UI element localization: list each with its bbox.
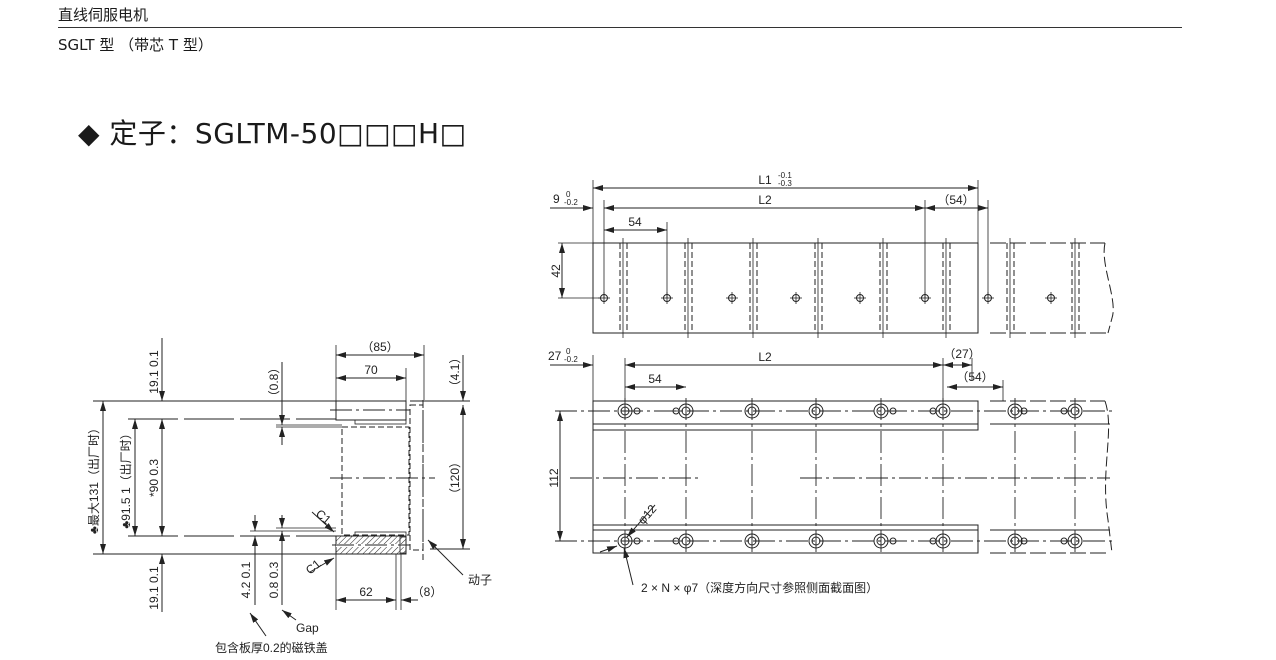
header-divider [58,27,1182,28]
dim-9-tol-lower: -0.2 [564,198,578,207]
stator-top-view: L1 -0.1 -0.3 9 0 -0.2 L2 （54） 54 42 [549,171,1114,338]
dim-91-5: ♣91.5 1（出厂时） [119,427,133,528]
stator-lower-rail [592,524,979,554]
dim-90: *90 0.3 [147,459,161,497]
counterbore-hole-inner [747,536,757,546]
mover-label: 动子 [468,573,492,587]
dim-27-tol-lower: -0.2 [564,355,578,364]
counterbore-hole-inner [747,406,757,416]
counterbore-hole-inner [811,536,821,546]
dim-top-19-1: 19.1 0.1 [147,350,161,394]
dim-4-2: 4.2 0.1 [239,561,253,598]
dim-54-end-bottom: （54） [956,370,993,384]
counterbore-hole-inner [876,536,886,546]
counterbore-hole-inner [681,536,691,546]
document-category: 直线伺服电机 [58,6,149,24]
mover-top-block [335,400,407,421]
stator-bottom-view: 27 0 -0.2 L2 （27） 54 （54） 112 φ12 2 × N … [547,347,1115,595]
document-series: SGLT 型 （带芯 T 型） [58,36,213,54]
chamfer-c1-top: C1 [313,507,334,528]
counterbore-hole-inner [681,406,691,416]
dim-9-tol-upper: 0 [566,190,571,199]
dim-l1-tol-upper: -0.1 [778,171,792,180]
dim-54-end: （54） [937,193,974,207]
dim-62: 62 [359,585,373,599]
counterbore-hole-inner [811,406,821,416]
counterbore-hole-icon [808,403,824,419]
counterbore-hole-inner [938,536,948,546]
gap-label: Gap [296,621,319,635]
counterbore-hole-icon [744,533,760,549]
dim-27-end: （27） [943,347,980,361]
holes-note: 2 × N × φ7（深度方向尺寸参照侧面截面图） [641,580,878,595]
dim-85: （85） [361,340,398,354]
counterbore-hole-icon [744,403,760,419]
dim-54: 54 [628,215,642,229]
dim-70: 70 [364,363,378,377]
side-section-view: 19.1 0.1 *90 0.3 19.1 0.1 ♣91.5 1（出厂时） ♣… [87,338,492,655]
dim-54-bottom: 54 [648,372,662,386]
dim-8: （8） [412,585,443,599]
mover-body [341,426,410,536]
dim-9: 9 [553,192,560,206]
counterbore-hole-icon [808,533,824,549]
dim-27-tol-upper: 0 [566,347,571,356]
counterbore-hole-inner [876,406,886,416]
dim-27: 27 [548,349,562,363]
dim-120: （120） [448,456,462,500]
dim-bottom-19-1: 19.1 0.1 [147,566,161,610]
counterbore-hole-inner [620,536,630,546]
stator-outline [592,242,979,334]
dim-l1: L1 [758,173,772,187]
dim-l2-bottom: L2 [758,350,772,364]
dim-0-8-top: （0.8） [267,362,281,403]
counterbore-hole-inner [938,406,948,416]
dim-max-131: ♣最大131（出厂时） [87,422,101,534]
magnet-cover-label: 包含板厚0.2的磁铁盖 [215,640,328,655]
counterbore-hole-inner [1070,406,1080,416]
counterbore-hole-inner [620,406,630,416]
dim-42: 42 [549,264,563,278]
dim-l1-tol-lower: -0.3 [778,179,792,188]
counterbore-hole-inner [1070,536,1080,546]
dim-0-8-bottom: 0.8 0.3 [267,561,281,598]
dim-112: 112 [547,468,561,487]
dim-4-1: （4.1） [448,352,462,393]
stator-upper-rail [592,400,979,431]
page-title: ◆ 定子：SGLTM-50□□□H□ [78,117,467,150]
chamfer-c1-bottom: C1 [303,557,324,578]
dim-l2: L2 [758,193,772,207]
